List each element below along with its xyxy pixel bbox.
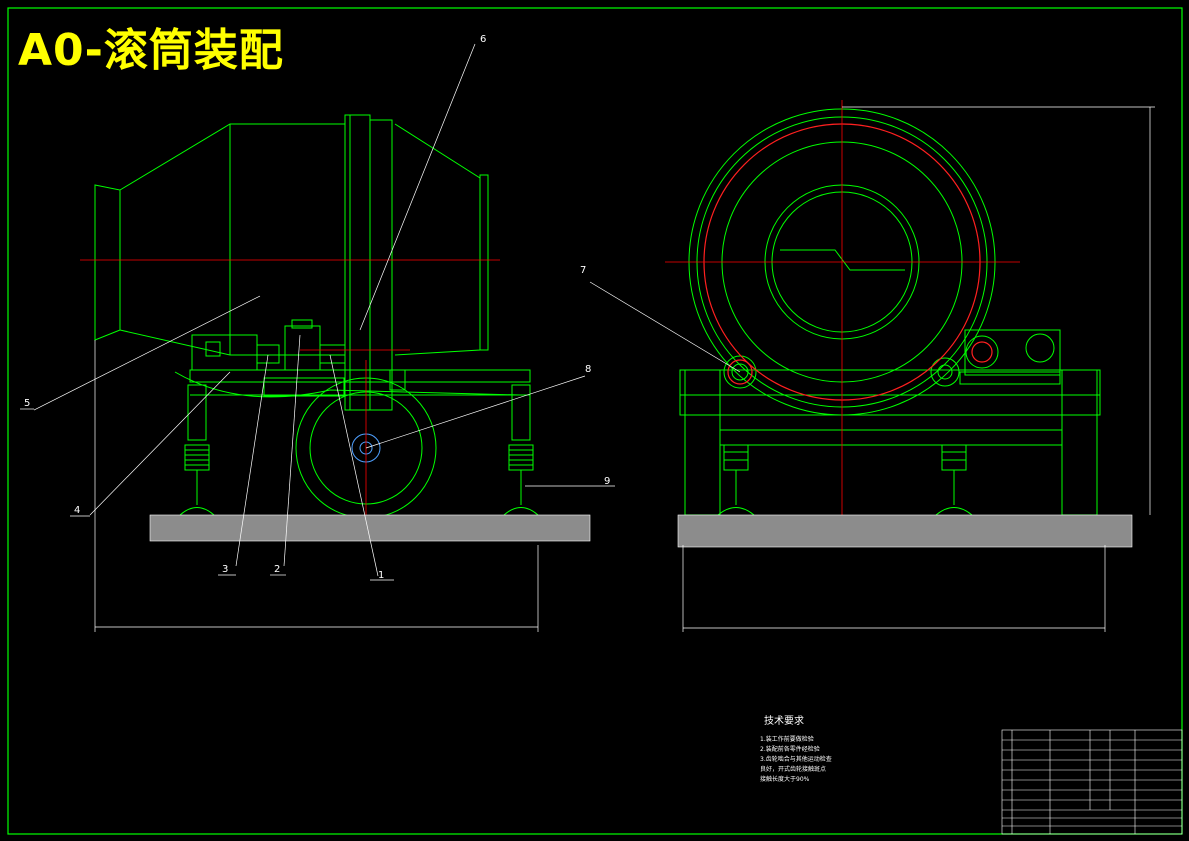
requirement-line-2: 2.装配前各零件经检验 bbox=[760, 746, 820, 753]
requirement-line-5: 接触长度大于90% bbox=[760, 776, 810, 783]
side-view-centerlines bbox=[80, 259, 500, 520]
drawing-frame bbox=[7, 7, 1183, 835]
side-view bbox=[94, 114, 539, 519]
side-view-dimensions bbox=[94, 340, 539, 632]
balloon-labels: 6 5 4 3 2 1 8 9 7 bbox=[24, 34, 610, 581]
balloon-9: 9 bbox=[604, 476, 610, 487]
balloon-1: 1 bbox=[378, 570, 384, 581]
end-view-centerlines bbox=[665, 100, 1020, 520]
requirement-line-1: 1.装工作前要做检验 bbox=[760, 736, 814, 743]
requirement-line-3: 3.齿轮啮合与其他运动检查 bbox=[760, 756, 832, 763]
balloon-underlines bbox=[20, 408, 394, 581]
balloon-2: 2 bbox=[274, 564, 280, 575]
ground-right bbox=[677, 514, 1133, 548]
balloon-3: 3 bbox=[222, 564, 228, 575]
drawing-title: A0-滚筒装配 bbox=[18, 25, 284, 76]
end-view bbox=[679, 108, 1101, 516]
balloon-6: 6 bbox=[480, 34, 486, 45]
leader-lines-left bbox=[33, 43, 615, 577]
ground-left bbox=[149, 514, 591, 542]
balloon-5: 5 bbox=[24, 398, 30, 409]
end-view-dimensions bbox=[589, 106, 1155, 632]
title-block bbox=[1001, 729, 1183, 835]
balloon-4: 4 bbox=[74, 505, 80, 516]
balloon-8: 8 bbox=[585, 364, 591, 375]
technical-requirements-title: 技术要求 bbox=[764, 716, 804, 727]
technical-requirements: 技术要求 1.装工作前要做检验 2.装配前各零件经检验 3.齿轮啮合与其他运动检… bbox=[760, 712, 832, 785]
requirement-line-4: 良好，开式齿轮接触斑点 bbox=[760, 766, 827, 773]
balloon-7: 7 bbox=[580, 265, 586, 276]
